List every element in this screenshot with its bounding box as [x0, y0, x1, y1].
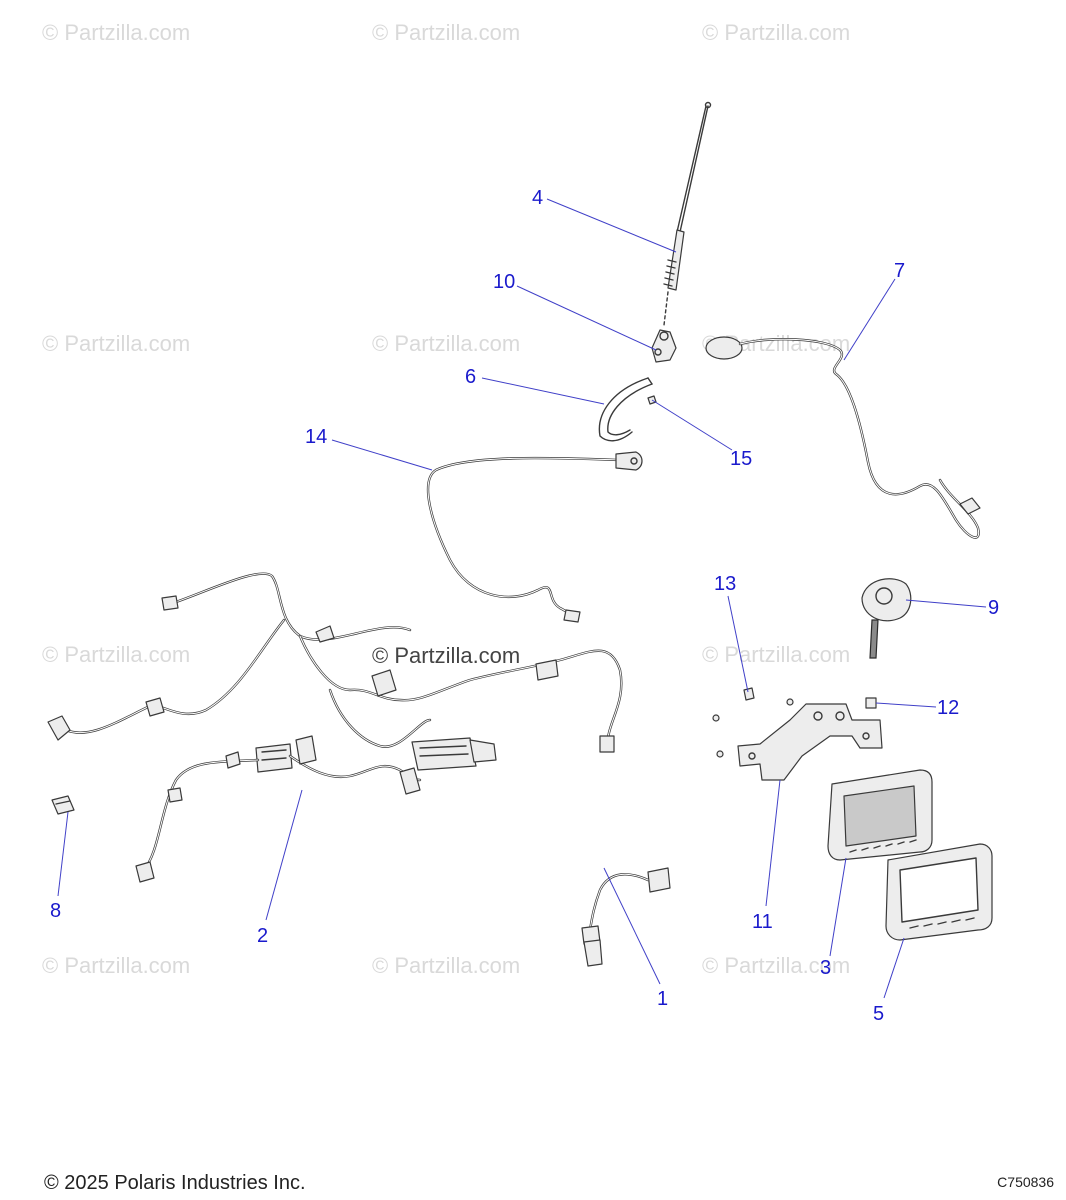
watermark: © Partzilla.com: [372, 953, 520, 978]
part-display: [827, 769, 933, 861]
leader-11: [765, 779, 781, 907]
part-display-bracket: [737, 703, 883, 781]
part-connector: [51, 795, 75, 815]
callout-10[interactable]: 10: [493, 271, 515, 293]
callout-8[interactable]: 8: [50, 900, 61, 922]
callout-4[interactable]: 4: [532, 187, 543, 209]
watermark: © Partzilla.com: [42, 642, 190, 667]
leader-12: [875, 702, 937, 708]
part-antenna: [663, 101, 712, 326]
watermark: © Partzilla.com: [702, 642, 850, 667]
callout-11[interactable]: 11: [752, 911, 773, 933]
callout-12[interactable]: 12: [937, 697, 959, 719]
leader-5: [883, 937, 905, 999]
part-main-harness-lower: [135, 735, 422, 883]
callout-15[interactable]: 15: [730, 448, 752, 470]
watermark: © Partzilla.com: [42, 331, 190, 356]
leader-7: [843, 278, 896, 361]
callout-labels: 4 10 6 7 14 15 13 9 12 11 3 5 1 2 8: [50, 187, 999, 1025]
leader-2: [265, 789, 303, 921]
leader-4: [546, 198, 677, 253]
watermark-layer: © Partzilla.com © Partzilla.com © Partzi…: [42, 20, 850, 978]
part-main-harness: [47, 572, 623, 771]
callout-3[interactable]: 3: [820, 957, 831, 979]
part-display-cover: [885, 843, 993, 941]
callout-2[interactable]: 2: [257, 925, 268, 947]
leader-13: [727, 595, 749, 693]
part-strap: [598, 377, 653, 442]
part-antenna-mount: [651, 329, 677, 363]
watermark: © Partzilla.com: [42, 953, 190, 978]
leader-6: [481, 377, 605, 405]
watermark-center: © Partzilla.com: [372, 643, 520, 668]
watermark: © Partzilla.com: [372, 20, 520, 45]
callout-1[interactable]: 1: [657, 988, 668, 1010]
leader-14: [331, 439, 433, 471]
leader-lines: [57, 198, 987, 999]
copyright-notice: © 2025 Polaris Industries Inc.: [44, 1172, 306, 1194]
part-puck-antenna: [861, 578, 912, 659]
leader-9: [905, 599, 987, 608]
drawing-id: C750836: [997, 1174, 1054, 1190]
callout-6[interactable]: 6: [465, 366, 476, 388]
leader-3: [829, 857, 847, 957]
watermark: © Partzilla.com: [42, 20, 190, 45]
part-ground-cable: [426, 451, 643, 623]
callout-7[interactable]: 7: [894, 260, 905, 282]
part-gps-cable: [705, 336, 981, 539]
leader-10: [516, 285, 657, 351]
callout-14[interactable]: 14: [305, 426, 327, 448]
callout-5[interactable]: 5: [873, 1003, 884, 1025]
watermark: © Partzilla.com: [702, 953, 850, 978]
leader-8: [57, 811, 69, 897]
callout-9[interactable]: 9: [988, 597, 999, 619]
part-pigtail: [581, 867, 671, 967]
callout-13[interactable]: 13: [714, 573, 736, 595]
leader-15: [651, 399, 733, 451]
watermark: © Partzilla.com: [372, 331, 520, 356]
watermark: © Partzilla.com: [702, 20, 850, 45]
part-fasteners: [712, 687, 877, 758]
leader-1: [603, 867, 661, 985]
